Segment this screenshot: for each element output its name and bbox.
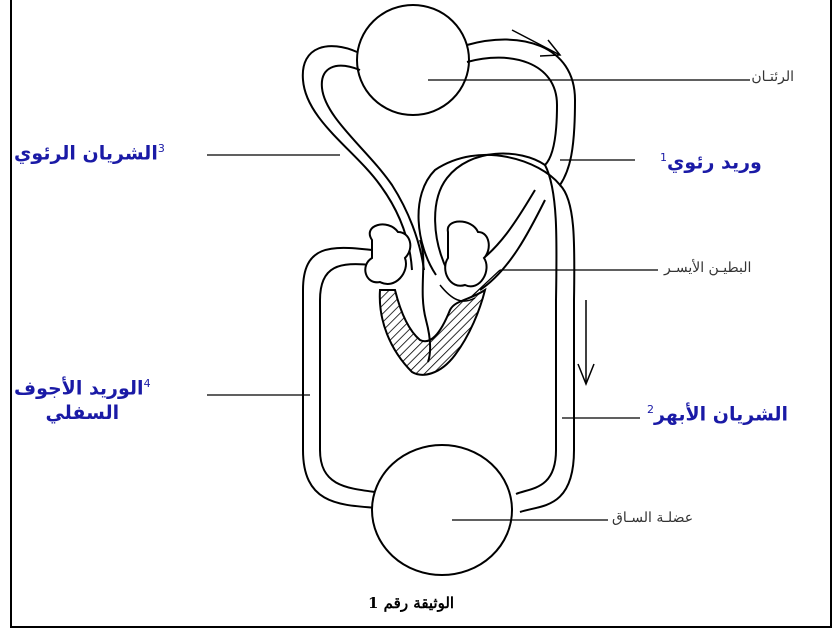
label-aorta-num: 2 xyxy=(647,403,654,416)
label-vena-cava-line2: السفلي xyxy=(14,404,151,423)
label-vena-cava-text: الوريد الأجوف xyxy=(14,377,144,399)
label-vena-cava-line1: 4الوريد الأجوف xyxy=(14,378,151,398)
label-vena-cava: 4الوريد الأجوف السفلي xyxy=(14,378,151,423)
flow-arrow-top xyxy=(512,30,560,55)
aorta-vessel-inner xyxy=(516,165,557,494)
left-atrium xyxy=(445,222,489,287)
label-leg-muscle: عضلـة السـاق xyxy=(612,511,693,525)
right-atrium xyxy=(365,224,410,284)
label-pulmonary-vein: وريد رئوي1 xyxy=(660,152,762,172)
vena-cava-vessel-inner xyxy=(320,264,375,492)
label-pulmonary-artery-text: الشريان الرئوي xyxy=(14,142,158,164)
lungs-organ xyxy=(357,5,469,115)
label-pulmonary-vein-num: 1 xyxy=(660,151,667,164)
heart-muscle xyxy=(380,290,485,375)
vena-cava-vessel-outer xyxy=(303,248,378,508)
label-aorta-text: الشريان الأبهر xyxy=(654,403,788,425)
label-lungs: الرئتـان xyxy=(751,70,794,84)
leg-muscle-organ xyxy=(372,445,512,575)
label-aorta: الشريان الأبهر2 xyxy=(647,404,788,424)
label-pulmonary-vein-text: وريد رئوي xyxy=(667,151,762,173)
label-left-ventricle: البطيـن الأيسـر xyxy=(664,261,751,275)
document-caption: الوثيقة رقم 1 xyxy=(368,596,454,611)
label-pulmonary-artery: 3الشريان الرئوي xyxy=(14,143,165,163)
label-vena-cava-num: 4 xyxy=(144,377,151,390)
label-pulmonary-artery-num: 3 xyxy=(158,142,165,155)
